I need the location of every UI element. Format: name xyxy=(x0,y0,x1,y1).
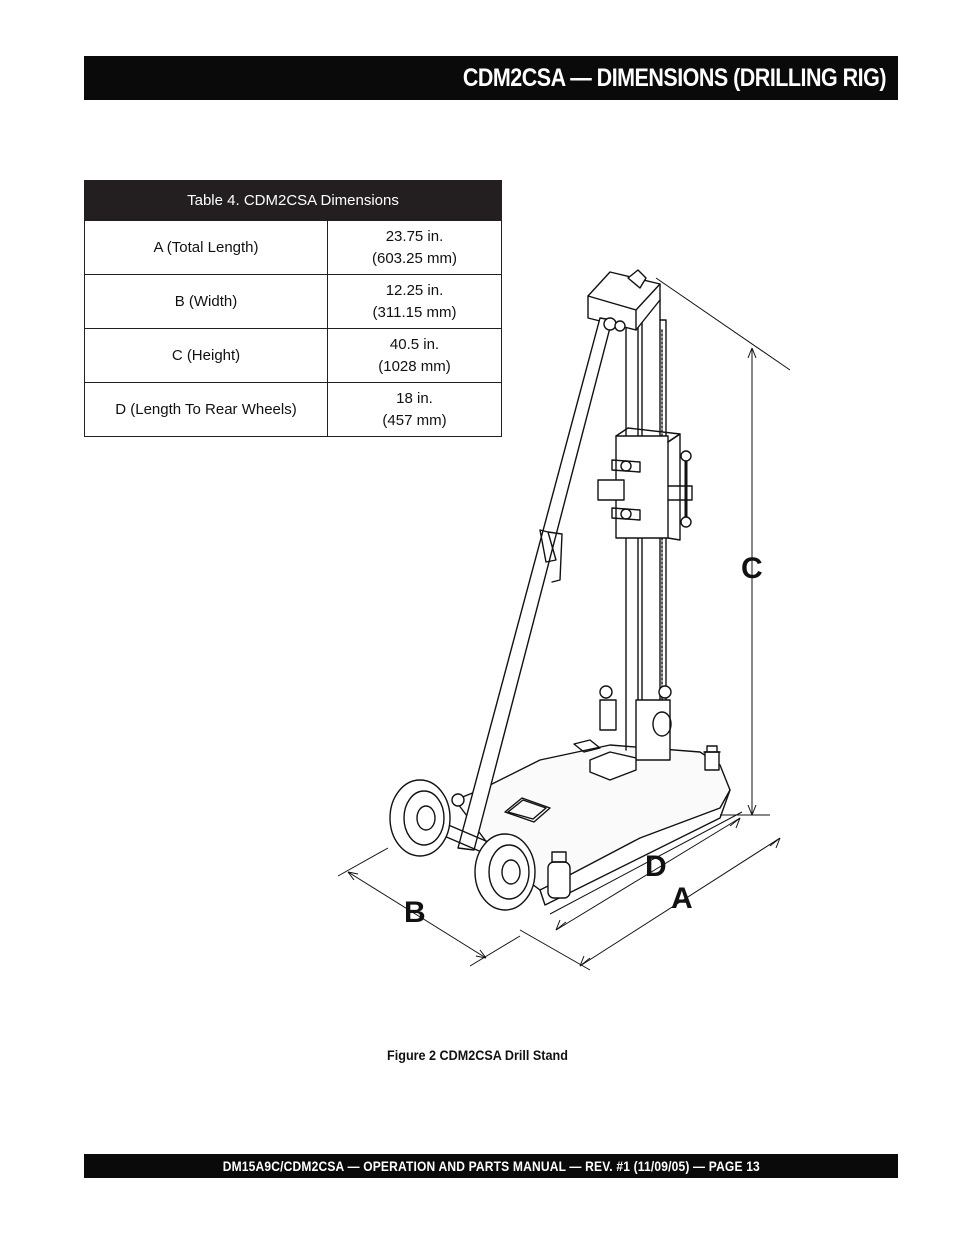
value-millimeters: (457 mm) xyxy=(382,411,447,429)
value-millimeters: (1028 mm) xyxy=(378,357,451,375)
table-row: A (Total Length) 23.75 in. (603.25 mm) xyxy=(84,220,502,275)
dimension-label-d: D xyxy=(645,850,667,883)
dimension-label: A (Total Length) xyxy=(84,220,328,275)
value-millimeters: (603.25 mm) xyxy=(371,249,458,267)
figure-caption-text: Figure 2 CDM2CSA Drill Stand xyxy=(386,1047,568,1063)
dimension-value: 40.5 in. (1028 mm) xyxy=(327,328,502,383)
dimension-label-b: B xyxy=(404,896,426,929)
dimension-value: 12.25 in. (311.15 mm) xyxy=(327,274,502,329)
dimension-label: C (Height) xyxy=(84,328,328,383)
table-row: C (Height) 40.5 in. (1028 mm) xyxy=(84,328,502,383)
page-footer-bar: DM15A9C/CDM2CSA — OPERATION AND PARTS MA… xyxy=(84,1154,898,1178)
value-inches: 40.5 in. xyxy=(389,335,440,353)
value-inches: 12.25 in. xyxy=(385,281,444,299)
table-row: D (Length To Rear Wheels) 18 in. (457 mm… xyxy=(84,382,502,437)
table-header-row: Table 4. CDM2CSA Dimensions xyxy=(84,180,502,221)
dimension-label: D (Length To Rear Wheels) xyxy=(84,382,328,437)
dimensions-table: Table 4. CDM2CSA Dimensions A (Total Len… xyxy=(84,180,502,437)
page-title: CDM2CSA — DIMENSIONS (DRILLING RIG) xyxy=(462,63,887,92)
figure-caption: Figure 2 CDM2CSA Drill Stand xyxy=(0,1047,954,1063)
value-millimeters: (311.15 mm) xyxy=(372,303,457,321)
dimension-value: 23.75 in. (603.25 mm) xyxy=(327,220,502,275)
footer-text: DM15A9C/CDM2CSA — OPERATION AND PARTS MA… xyxy=(222,1158,760,1174)
table-caption: Table 4. CDM2CSA Dimensions xyxy=(84,180,502,221)
value-inches: 23.75 in. xyxy=(385,227,444,245)
drill-stand-illustration xyxy=(337,269,791,971)
page-header-bar: CDM2CSA — DIMENSIONS (DRILLING RIG) xyxy=(84,56,898,100)
table-row: B (Width) 12.25 in. (311.15 mm) xyxy=(84,274,502,329)
dimension-label-c: C xyxy=(741,552,763,585)
value-inches: 18 in. xyxy=(396,389,433,407)
dimension-value: 18 in. (457 mm) xyxy=(327,382,502,437)
dimension-label-a: A xyxy=(671,882,693,915)
dimension-label: B (Width) xyxy=(84,274,328,329)
